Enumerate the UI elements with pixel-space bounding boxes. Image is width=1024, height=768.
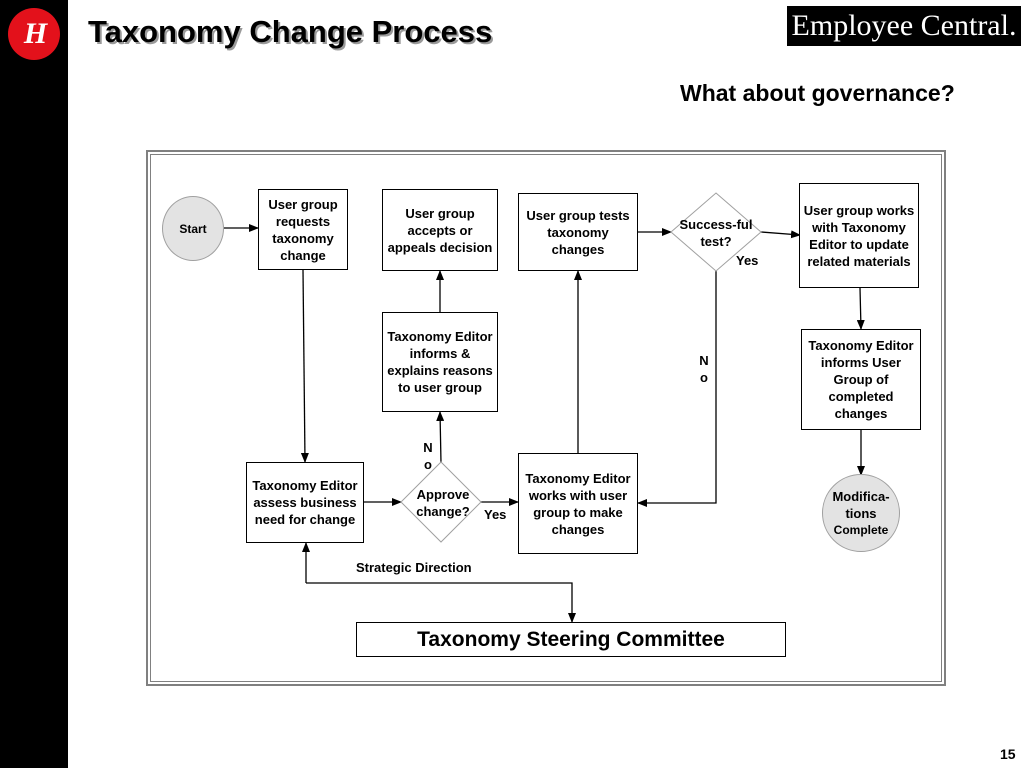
request-box: User group requests taxonomy change bbox=[258, 189, 348, 270]
success-diamond bbox=[670, 192, 762, 272]
approve-no-label: No bbox=[423, 440, 433, 472]
informs-reasons-box: Taxonomy Editor informs & explains reaso… bbox=[382, 312, 498, 412]
approve-label: Approve change? bbox=[416, 487, 470, 519]
arrow-success-to-update bbox=[760, 230, 801, 239]
assess-box: Taxonomy Editor assess business need for… bbox=[246, 462, 364, 543]
informs-completed-box: Taxonomy Editor informs User Group of co… bbox=[801, 329, 921, 430]
company-logo: H bbox=[8, 8, 60, 60]
accepts-label: User group accepts or appeals decision bbox=[387, 205, 493, 255]
approve-yes-label: Yes bbox=[484, 507, 507, 522]
arrow-success-no-loop bbox=[637, 271, 717, 507]
arrow-update-to-informs bbox=[856, 287, 865, 330]
page-title: Taxonomy Change Process bbox=[88, 14, 493, 49]
committee-box: Taxonomy Steering Committee bbox=[356, 622, 786, 657]
tests-box: User group tests taxonomy changes bbox=[518, 193, 638, 271]
success-no-label: No bbox=[699, 353, 709, 385]
informs-reasons-label: Taxonomy Editor informs & explains reaso… bbox=[387, 329, 493, 395]
works-with-label: Taxonomy Editor works with user group to… bbox=[525, 470, 631, 537]
success-yes-label: Yes bbox=[736, 253, 759, 268]
update-related-label: User group works with Taxonomy Editor to… bbox=[803, 202, 915, 269]
start-node: Start bbox=[162, 196, 224, 261]
works-with-box: Taxonomy Editor works with user group to… bbox=[518, 453, 638, 554]
committee-label: Taxonomy Steering Committee bbox=[417, 627, 725, 651]
logo-mark: H bbox=[23, 17, 47, 50]
complete-node: Modifica- tions Complete bbox=[822, 474, 900, 552]
complete-line3: Complete bbox=[833, 522, 889, 537]
brand-logo: Employee Central. bbox=[787, 6, 1021, 46]
diagram-frame bbox=[146, 150, 946, 686]
arrow-request-to-assess bbox=[300, 269, 309, 463]
approve-diamond bbox=[400, 461, 482, 543]
page-number: 15 bbox=[1000, 746, 1016, 762]
strategic-direction-label: Strategic Direction bbox=[356, 560, 472, 575]
arrow-approve-to-informs bbox=[436, 411, 445, 464]
page-subtitle: What about governance? bbox=[680, 80, 955, 106]
assess-label: Taxonomy Editor assess business need for… bbox=[252, 478, 358, 527]
sidebar-band bbox=[0, 0, 68, 768]
tests-label: User group tests taxonomy changes bbox=[526, 207, 630, 257]
informs-completed-label: Taxonomy Editor informs User Group of co… bbox=[808, 338, 914, 421]
arrow-strategic-to-committee bbox=[306, 582, 576, 623]
complete-line1: Modifica- bbox=[832, 488, 890, 504]
complete-line2: tions bbox=[845, 505, 877, 521]
request-label: User group requests taxonomy change bbox=[268, 196, 338, 263]
update-related-box: User group works with Taxonomy Editor to… bbox=[799, 183, 919, 288]
diagram-frame-inner bbox=[150, 154, 942, 682]
accepts-box: User group accepts or appeals decision bbox=[382, 189, 498, 271]
success-test-label: Success-ful test? bbox=[679, 217, 753, 249]
